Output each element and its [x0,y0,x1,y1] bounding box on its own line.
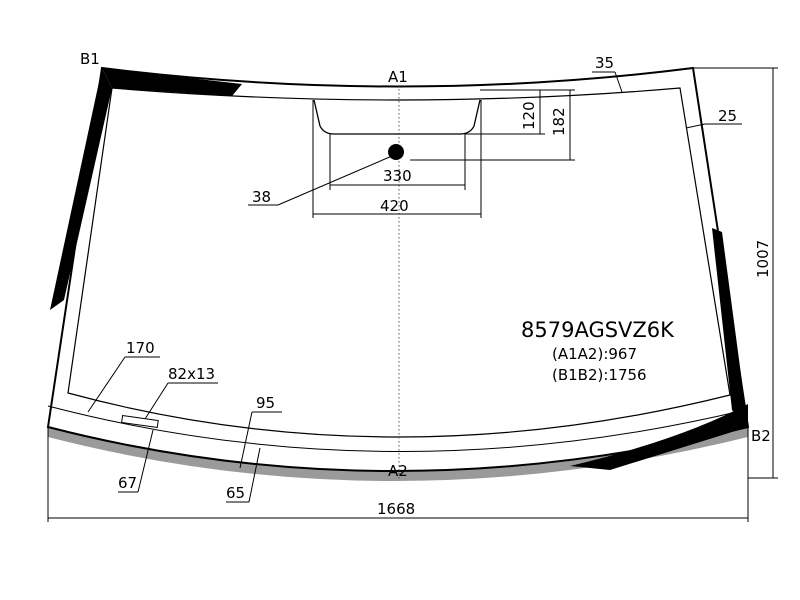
dim-25: 25 [718,107,737,125]
dim-170: 170 [126,339,155,357]
frit-bottom-right [570,404,748,470]
dim-330: 330 [383,167,412,185]
dim-95: 95 [256,394,275,412]
glass-bottom-shadow [48,427,748,481]
label-a2: A2 [388,462,408,480]
dim-35: 35 [595,54,614,72]
part-a1a2: (A1A2):967 [552,345,637,363]
dim-120: 120 [520,101,538,130]
dim-67: 67 [118,474,137,492]
sensor-dot [388,144,404,160]
dim-182: 182 [550,107,568,136]
dim-1007: 1007 [754,240,772,278]
part-code: 8579AGSVZ6K [521,318,675,342]
frit-right [712,228,748,427]
dim-65: 65 [226,484,245,502]
corner-mark-rect [121,414,159,429]
leader-95 [239,411,253,469]
leader-82x13 [144,382,169,420]
leader-65 [248,447,261,503]
dim-420: 420 [380,197,409,215]
frit-left [50,68,112,310]
mirror-bracket [313,99,481,135]
label-b2: B2 [751,427,771,445]
dim-82x13: 82x13 [168,365,215,383]
dim-38: 38 [252,188,271,206]
edge-line [47,405,746,453]
leader-170 [87,356,126,413]
part-b1b2: (B1B2):1756 [552,366,647,384]
label-a1: A1 [388,68,408,86]
label-b1: B1 [80,50,100,68]
leader-67 [137,429,154,493]
leader-25 [685,123,706,129]
windshield-outline [46,66,750,472]
frit-top-left [102,68,242,96]
dim-1668: 1668 [377,500,415,518]
leader-35 [614,71,623,93]
